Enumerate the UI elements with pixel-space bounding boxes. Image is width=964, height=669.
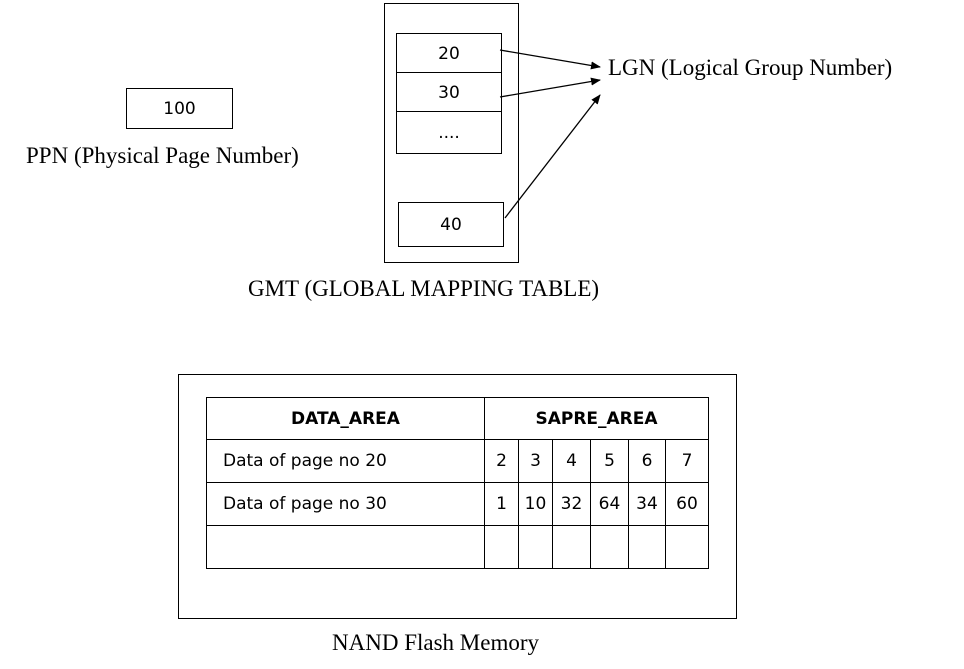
gmt-table (384, 3, 519, 263)
spare-cell (484, 525, 519, 569)
nand-flash-memory (178, 374, 737, 619)
spare-cell: 1 (484, 482, 519, 526)
spare-cell (665, 525, 709, 569)
lgn-label: LGN (Logical Group Number) (608, 55, 893, 80)
table-row: Data of page no 30 1 10 32 64 34 60 (206, 482, 709, 526)
spare-cell: 10 (518, 482, 553, 526)
header-spare-area: SAPRE_AREA (484, 397, 709, 440)
spare-cell (590, 525, 629, 569)
data-cell: Data of page no 20 (206, 439, 485, 483)
spare-cell: 7 (665, 439, 709, 483)
gmt-entry: .... (396, 111, 502, 154)
gmt-entry-value: 30 (438, 82, 460, 103)
gmt-entry: 40 (398, 202, 504, 247)
spare-cell: 64 (590, 482, 629, 526)
gmt-entry-value: .... (438, 122, 460, 143)
spare-cell: 5 (590, 439, 629, 483)
table-header-row: DATA_AREA SAPRE_AREA (206, 397, 709, 440)
nand-table: DATA_AREA SAPRE_AREA Data of page no 20 … (206, 397, 709, 569)
header-data-area: DATA_AREA (206, 397, 485, 440)
nand-label: NAND Flash Memory (332, 630, 539, 655)
arrow-20-to-lgn (499, 49, 601, 70)
spare-cell: 2 (484, 439, 519, 483)
table-row (206, 525, 709, 569)
ppn-label: PPN (Physical Page Number) (26, 143, 299, 168)
data-cell: Data of page no 30 (206, 482, 485, 526)
table-row: Data of page no 20 2 3 4 5 6 7 (206, 439, 709, 483)
spare-cell: 60 (665, 482, 709, 526)
spare-cell: 32 (552, 482, 591, 526)
spare-cell: 3 (518, 439, 553, 483)
spare-cell (628, 525, 666, 569)
arrow-30-to-lgn (499, 77, 601, 98)
gmt-entry-value: 40 (440, 214, 462, 235)
arrow-40-to-lgn (504, 94, 601, 219)
spare-cell (552, 525, 591, 569)
ppn-box: 100 (126, 88, 233, 129)
ppn-value: 100 (163, 98, 196, 119)
spare-cell: 4 (552, 439, 591, 483)
spare-cell: 6 (628, 439, 666, 483)
gmt-entry: 20 (396, 33, 502, 74)
gmt-label: GMT (GLOBAL MAPPING TABLE) (248, 276, 600, 301)
data-cell (206, 525, 485, 569)
spare-cell (518, 525, 553, 569)
spare-cell: 34 (628, 482, 666, 526)
gmt-entry-value: 20 (438, 43, 460, 64)
